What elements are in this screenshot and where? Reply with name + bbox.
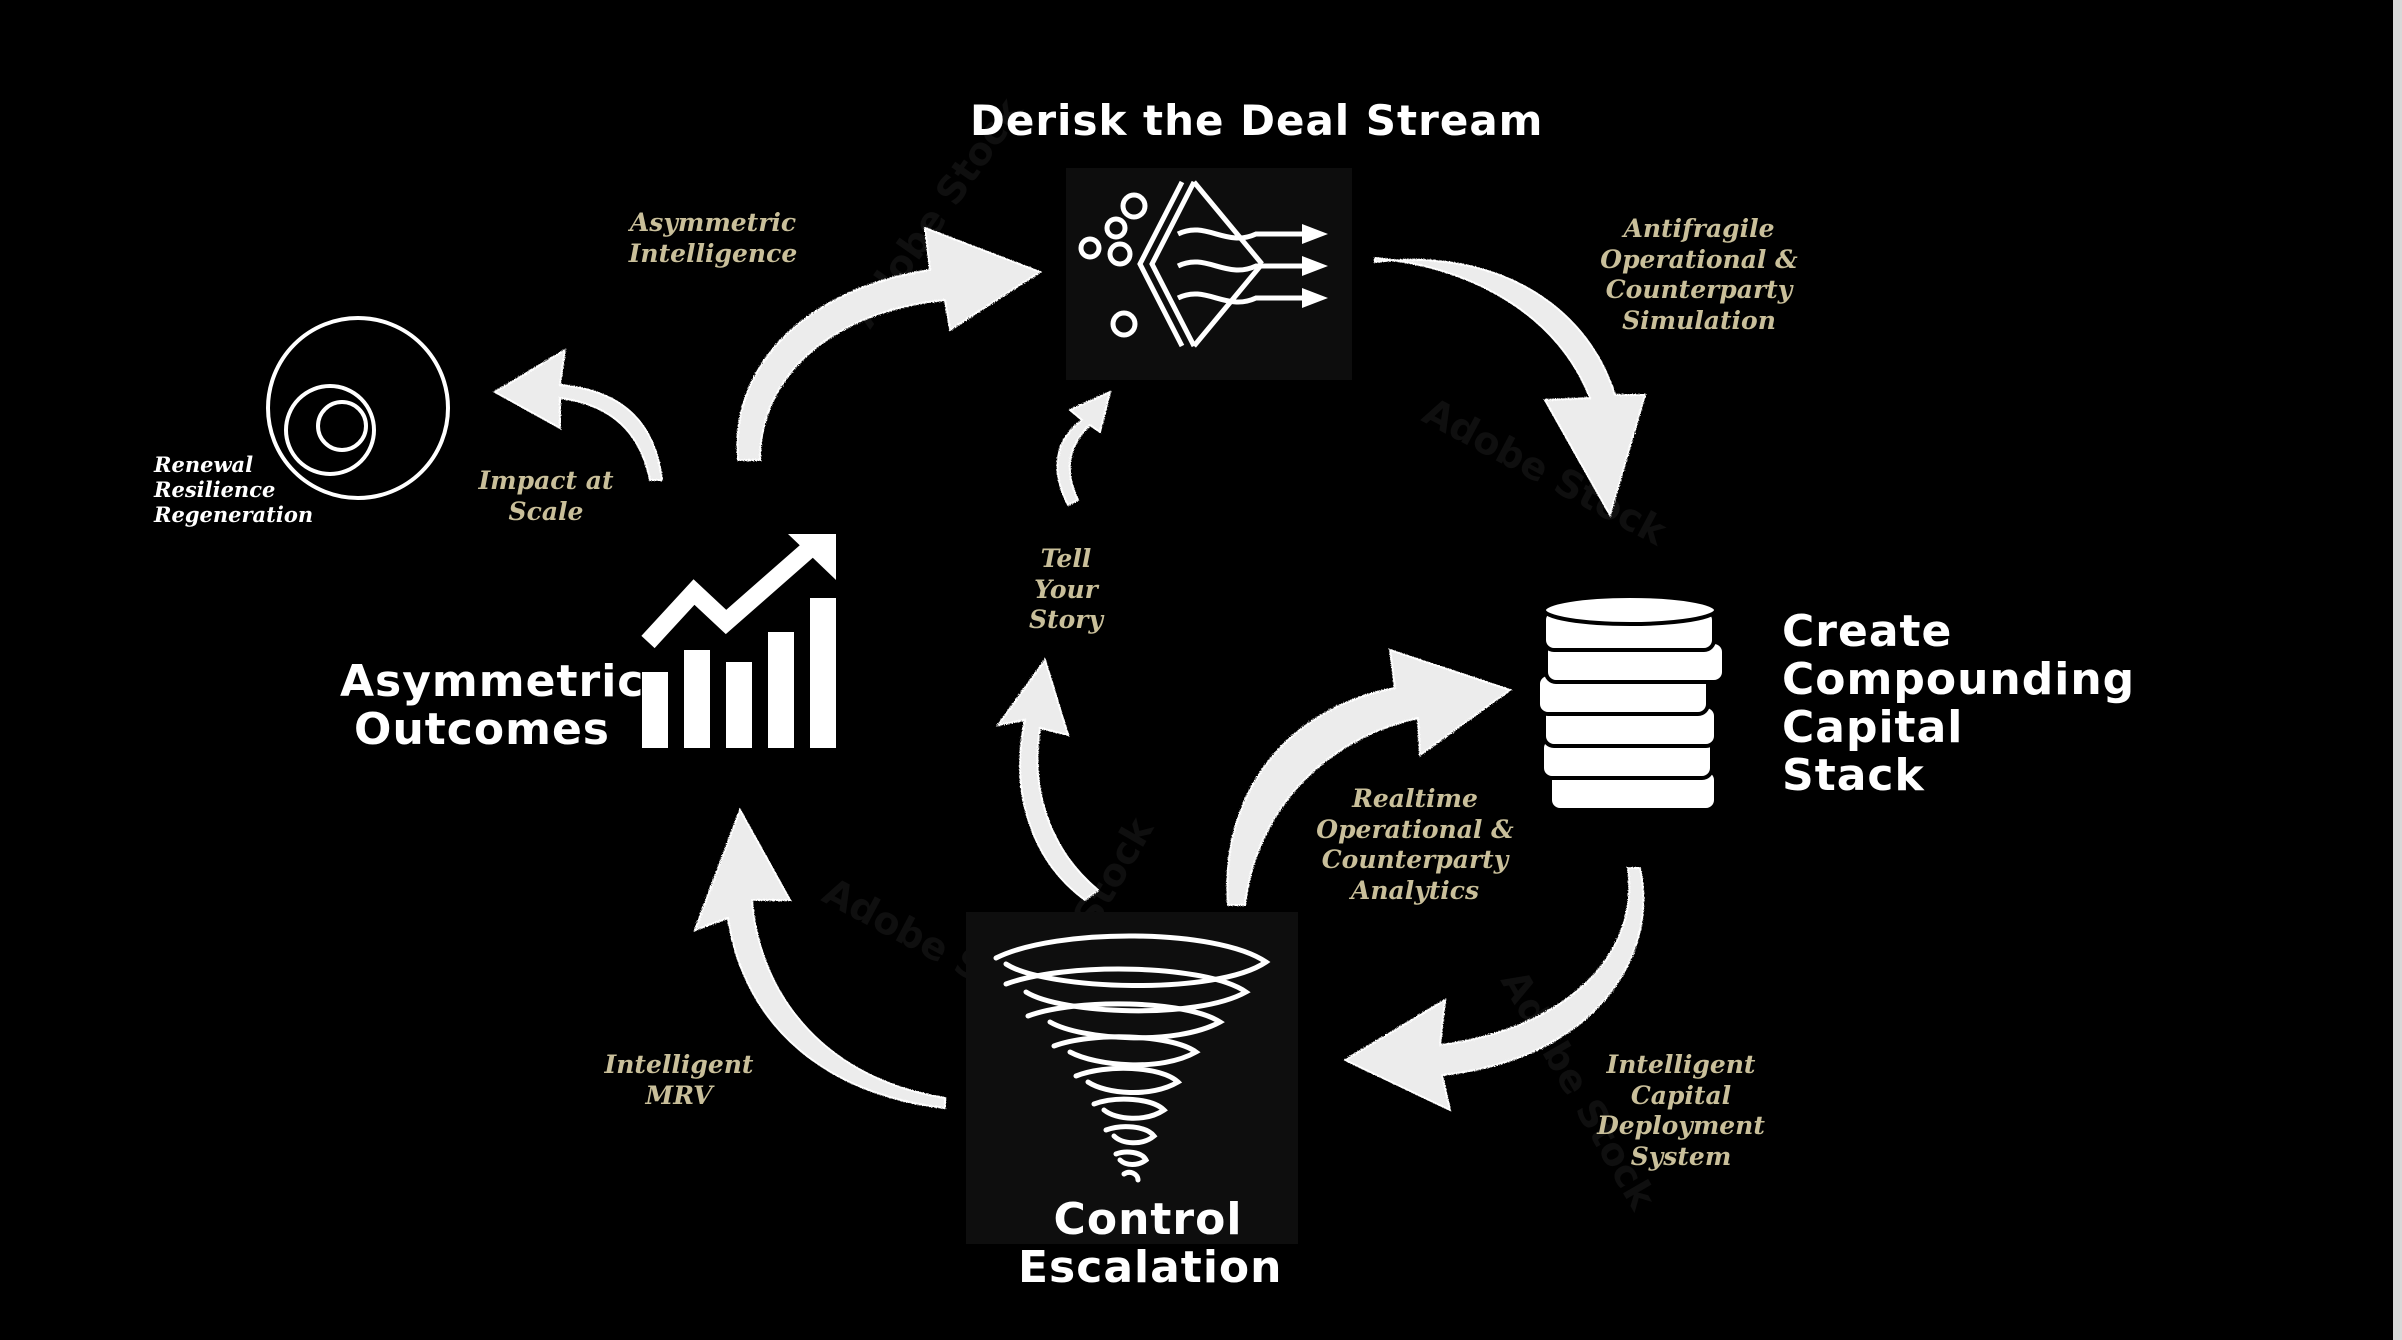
flow-label-line: Deployment — [1576, 1111, 1786, 1142]
flow-label-tell-story: Tell Your Story — [1016, 544, 1116, 636]
flow-label-line: System — [1576, 1142, 1786, 1173]
right-edge-strip — [2393, 0, 2402, 1340]
flow-label-impact: Impact at Scale — [466, 466, 626, 527]
flow-label-line: Intelligent — [1576, 1050, 1786, 1081]
flow-label-line: Operational & — [1300, 815, 1530, 846]
flow-label-line: Scale — [466, 497, 626, 528]
flow-label-antifragile: Antifragile Operational & Counterparty S… — [1584, 214, 1814, 336]
outcomes-title-line: Asymmetric — [340, 658, 610, 706]
control-title-line: Control — [1018, 1196, 1278, 1244]
flow-label-line: Your — [1016, 575, 1116, 606]
flow-label-asymmetric-intelligence: Asymmetric Intelligence — [618, 208, 808, 269]
flow-label-capital-deployment: Intelligent Capital Deployment System — [1576, 1050, 1786, 1172]
flow-label-line: Impact at — [466, 466, 626, 497]
control-title: Control Escalation — [1018, 1196, 1278, 1292]
capital-title: Create Compounding Capital Stack — [1782, 608, 2135, 800]
flow-label-line: Tell — [1016, 544, 1116, 575]
flow-label-mrv: Intelligent MRV — [584, 1050, 774, 1111]
regeneration-label-line: Resilience — [154, 477, 313, 502]
flow-label-line: Counterparty — [1300, 845, 1530, 876]
arrow-story-lower — [998, 660, 1098, 900]
outcomes-title-line: Outcomes — [340, 706, 610, 754]
flow-label-line: Capital — [1576, 1081, 1786, 1112]
flow-label-line: MRV — [584, 1081, 774, 1112]
control-title-line: Escalation — [1018, 1244, 1278, 1292]
coin-stack-icon — [1536, 592, 1742, 818]
arrow-story-upper — [1057, 392, 1110, 505]
flow-label-line: Intelligent — [584, 1050, 774, 1081]
capital-title-line: Capital — [1782, 704, 2135, 752]
regeneration-label-line: Renewal — [154, 452, 313, 477]
flow-label-line: Story — [1016, 605, 1116, 636]
filter-funnel-icon — [1066, 168, 1352, 380]
outcomes-title: Asymmetric Outcomes — [340, 658, 610, 754]
growth-chart-icon — [640, 532, 840, 750]
regeneration-label: Renewal Resilience Regeneration — [154, 452, 313, 528]
flow-label-line: Intelligence — [618, 239, 808, 270]
flow-label-line: Simulation — [1584, 306, 1814, 337]
flow-label-realtime: Realtime Operational & Counterparty Anal… — [1300, 784, 1530, 906]
flow-label-line: Analytics — [1300, 876, 1530, 907]
flow-label-line: Antifragile — [1584, 214, 1814, 245]
capital-title-line: Compounding — [1782, 656, 2135, 704]
flow-label-line: Realtime — [1300, 784, 1530, 815]
capital-title-line: Create — [1782, 608, 2135, 656]
flow-label-line: Operational & — [1584, 245, 1814, 276]
flow-label-line: Counterparty — [1584, 275, 1814, 306]
derisk-title: Derisk the Deal Stream — [970, 96, 1543, 146]
arrow-impact — [495, 350, 662, 480]
flow-label-line: Asymmetric — [618, 208, 808, 239]
capital-title-line: Stack — [1782, 752, 2135, 800]
regeneration-label-line: Regeneration — [154, 502, 313, 527]
